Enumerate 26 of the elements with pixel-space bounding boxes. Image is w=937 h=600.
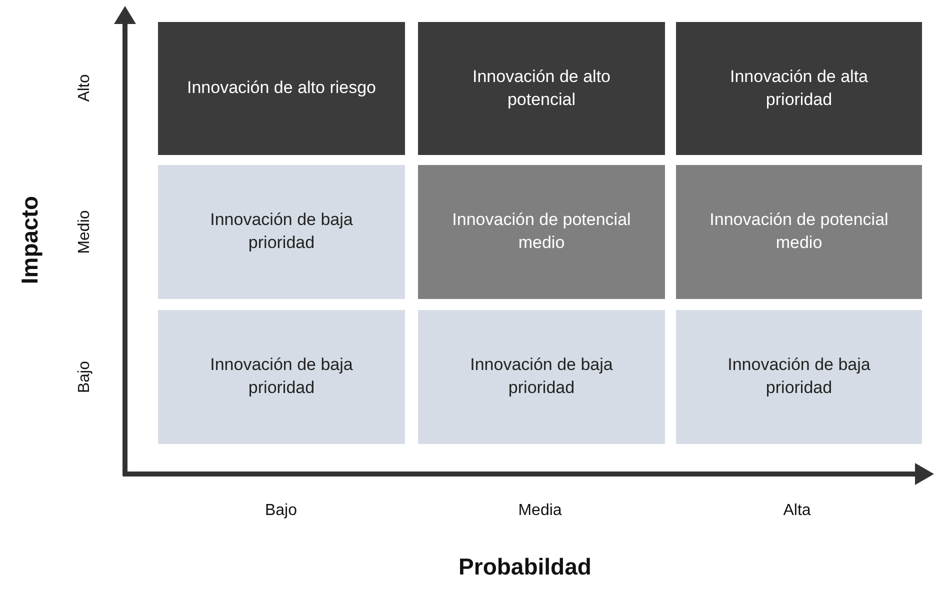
light-matrix-cell [676, 310, 922, 444]
axis-title: Probabildad [458, 554, 592, 580]
axis-tick-label: Bajo [264, 502, 298, 520]
axis-title: Impacto [16, 196, 44, 284]
cell-text: Innovación de alto riesgo [186, 77, 376, 100]
axis-tick-label: Medio [76, 210, 94, 254]
axis-tick-label: Alta [783, 502, 811, 520]
cell-text: Innovación de baja prioridad [726, 354, 872, 399]
dark-matrix-cell [418, 22, 665, 155]
cell-text: Innovación de baja prioridad [209, 354, 354, 399]
cell-text: Innovación de potencial medio [708, 209, 890, 254]
dark-matrix-cell [158, 22, 405, 155]
light-matrix-cell [158, 310, 405, 444]
cell-text: Innovación de baja prioridad [209, 209, 354, 254]
dark-matrix-cell [676, 22, 922, 155]
light-matrix-cell [158, 165, 405, 299]
cell-text: Innovación de alto potencial [472, 66, 612, 110]
axis-tick-label: Alto [76, 74, 94, 102]
cell-text: Innovación de potencial medio [451, 209, 632, 254]
axis-tick-label: Bajo [76, 360, 94, 394]
cell-text: Innovación de baja prioridad [469, 354, 614, 399]
axis-tick-label: Media [518, 502, 562, 520]
cell-text: Innovación de alta prioridad [729, 66, 869, 110]
mid-matrix-cell [676, 165, 922, 299]
light-matrix-cell [418, 310, 665, 444]
mid-matrix-cell [418, 165, 665, 299]
